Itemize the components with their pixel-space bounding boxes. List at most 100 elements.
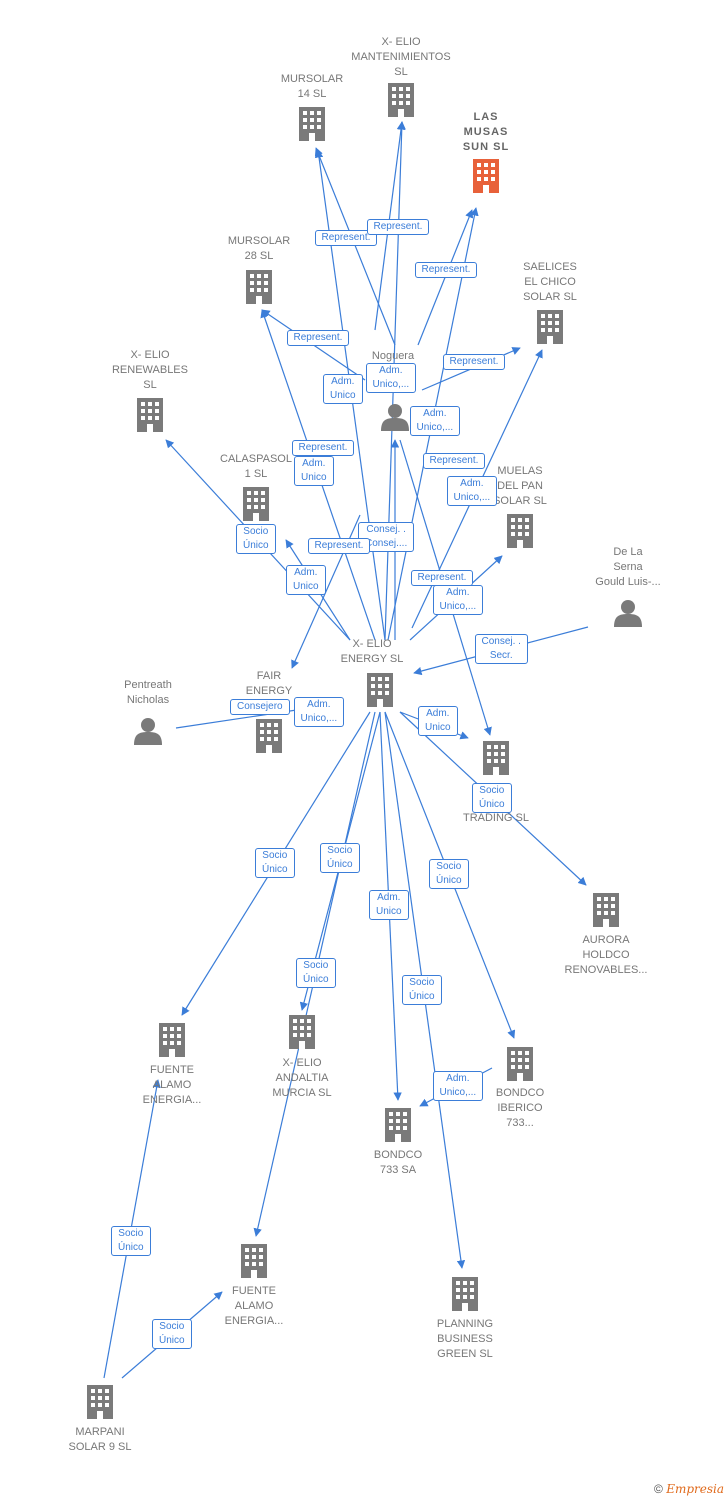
edge-label[interactable]: Socio Único [152, 1319, 192, 1349]
company-building-icon[interactable] [593, 893, 619, 927]
company-building-icon[interactable] [243, 487, 269, 521]
node-label: MURSOLAR 28 SL [227, 235, 291, 262]
edge-label[interactable]: Represent. [291, 440, 355, 456]
node-xelio_mant[interactable]: X- ELIO MANTENIMIENTOS SL [341, 35, 461, 80]
company-building-icon[interactable] [289, 1015, 315, 1049]
node-label: PLANNING BUSINESS GREEN SL [436, 1318, 494, 1360]
node-label: MURSOLAR 14 SL [280, 73, 344, 100]
node-mursolar28[interactable]: MURSOLAR 28 SL [199, 234, 319, 264]
node-calaspasol[interactable]: CALASPASOL 1 SL [196, 452, 316, 482]
focus-company-icon[interactable] [473, 159, 499, 193]
node-xelio_ren[interactable]: X- ELIO RENEWABLES SL [90, 348, 210, 393]
node-label: LAS MUSAS SUN SL [462, 111, 510, 153]
edge-label[interactable]: Adm. Unico,... [293, 697, 345, 727]
edge-label[interactable]: Adm. Unico,... [432, 585, 484, 615]
company-building-icon[interactable] [367, 673, 393, 707]
company-building-icon[interactable] [507, 1047, 533, 1081]
node-lasmusas[interactable]: LAS MUSAS SUN SL [426, 110, 546, 155]
edge-label[interactable]: Socio Único [320, 843, 360, 873]
node-planning[interactable]: PLANNING BUSINESS GREEN SL [405, 1317, 525, 1362]
node-marpani[interactable]: MARPANI SOLAR 9 SL [40, 1425, 160, 1455]
edge-label[interactable]: Represent. [422, 453, 486, 469]
edge-label[interactable]: Adm. Unico,... [409, 406, 461, 436]
empresia-logo: Empresia [666, 1482, 724, 1496]
company-building-icon[interactable] [299, 107, 325, 141]
node-aurora[interactable]: AURORA HOLDCO RENOVABLES... [546, 933, 666, 978]
edge-label[interactable]: Adm. Unico [323, 374, 363, 404]
node-fuente1[interactable]: FUENTE ALAMO ENERGIA... [112, 1063, 232, 1108]
edge-label[interactable]: Socio Único [429, 859, 469, 889]
edge-label[interactable]: Represent. [366, 219, 430, 235]
node-bondco733[interactable]: BONDCO 733 SA [338, 1148, 458, 1178]
node-label: X- ELIO ENERGY SL [340, 638, 404, 665]
edge-label[interactable]: Socio Único [402, 975, 442, 1005]
company-building-icon[interactable] [137, 398, 163, 432]
edge-label[interactable]: Consejero [230, 699, 290, 715]
edge-label[interactable]: Represent. [442, 354, 506, 370]
node-xelio_energy[interactable]: X- ELIO ENERGY SL [312, 637, 432, 667]
company-building-icon[interactable] [256, 719, 282, 753]
company-building-icon[interactable] [385, 1108, 411, 1142]
edge-label[interactable]: Adm. Unico [418, 706, 458, 736]
node-label: X- ELIO MANTENIMIENTOS SL [351, 36, 451, 78]
edges [103, 121, 589, 1379]
node-label: De La Serna Gould Luis-... [595, 546, 661, 588]
edge-label[interactable]: Socio Único [472, 783, 512, 813]
person-icon[interactable] [614, 600, 642, 627]
node-label: FAIR ENERGY [245, 670, 293, 697]
edge-label[interactable]: Adm. Unico,... [446, 476, 498, 506]
node-fair[interactable]: FAIR ENERGY [209, 669, 329, 699]
node-mursolar14[interactable]: MURSOLAR 14 SL [252, 72, 372, 102]
edge-label[interactable]: Socio Único [111, 1226, 151, 1256]
company-building-icon[interactable] [246, 270, 272, 304]
node-label: FUENTE ALAMO ENERGIA... [224, 1285, 284, 1327]
company-building-icon[interactable] [507, 514, 533, 548]
node-delaserna[interactable]: De La Serna Gould Luis-... [568, 545, 688, 590]
company-building-icon[interactable] [159, 1023, 185, 1057]
company-building-icon[interactable] [452, 1277, 478, 1311]
node-muelas[interactable]: MUELAS DEL PAN SOLAR SL [460, 464, 580, 509]
edge-label[interactable]: Consej. . Secr. [474, 634, 528, 664]
edge-label[interactable]: Socio Único [296, 958, 336, 988]
node-label: MUELAS DEL PAN SOLAR SL [493, 465, 547, 507]
company-building-icon[interactable] [537, 310, 563, 344]
node-label: BONDCO 733 SA [373, 1149, 423, 1176]
node-label: X- ELIO RENEWABLES SL [111, 349, 188, 391]
node-label: BONDCO IBERICO 733... [495, 1087, 545, 1129]
node-andaltia[interactable]: X- ELIO ANDALTIA MURCIA SL [242, 1056, 362, 1101]
edge-label[interactable]: Adm. Unico [369, 890, 409, 920]
company-building-icon[interactable] [388, 83, 414, 117]
company-building-icon[interactable] [241, 1244, 267, 1278]
edge-label[interactable]: Represent. [410, 570, 474, 586]
edge-label[interactable]: Represent. [414, 262, 478, 278]
node-label: CALASPASOL 1 SL [220, 453, 292, 480]
edge-label[interactable]: Represent. [286, 330, 350, 346]
node-pentreath[interactable]: Pentreath Nicholas [88, 678, 208, 708]
edge-label[interactable]: Adm. Unico,... [365, 363, 417, 393]
edge-label[interactable]: Socio Único [236, 524, 276, 554]
edge-label[interactable]: Socio Único [255, 848, 295, 878]
node-label: TRADING SL [462, 812, 529, 824]
company-building-icon[interactable] [87, 1385, 113, 1419]
edge-label[interactable]: Represent. [307, 538, 371, 554]
edge-label[interactable]: Adm. Unico [294, 456, 334, 486]
node-saelices[interactable]: SAELICES EL CHICO SOLAR SL [490, 260, 610, 305]
person-icon[interactable] [134, 718, 162, 745]
company-building-icon[interactable] [483, 741, 509, 775]
footer-brand[interactable]: © Empresia [654, 1482, 724, 1496]
node-label: FUENTE ALAMO ENERGIA... [142, 1064, 202, 1106]
edge-label[interactable]: Adm. Unico,... [432, 1071, 484, 1101]
person-icon[interactable] [381, 404, 409, 431]
node-label: Pentreath Nicholas [124, 679, 172, 706]
copyright-symbol: © [654, 1482, 663, 1496]
edge-label[interactable]: Represent. [314, 230, 378, 246]
node-label: SAELICES EL CHICO SOLAR SL [523, 261, 577, 303]
node-trading[interactable]: TRADING SL [436, 811, 556, 826]
edge-label[interactable]: Adm. Unico [286, 565, 326, 595]
node-fuente2[interactable]: FUENTE ALAMO ENERGIA... [194, 1284, 314, 1329]
node-bondco_ib[interactable]: BONDCO IBERICO 733... [460, 1086, 580, 1131]
node-label: X- ELIO ANDALTIA MURCIA SL [272, 1057, 332, 1099]
node-label: MARPANI SOLAR 9 SL [68, 1426, 132, 1453]
node-label: AURORA HOLDCO RENOVABLES... [564, 934, 648, 976]
